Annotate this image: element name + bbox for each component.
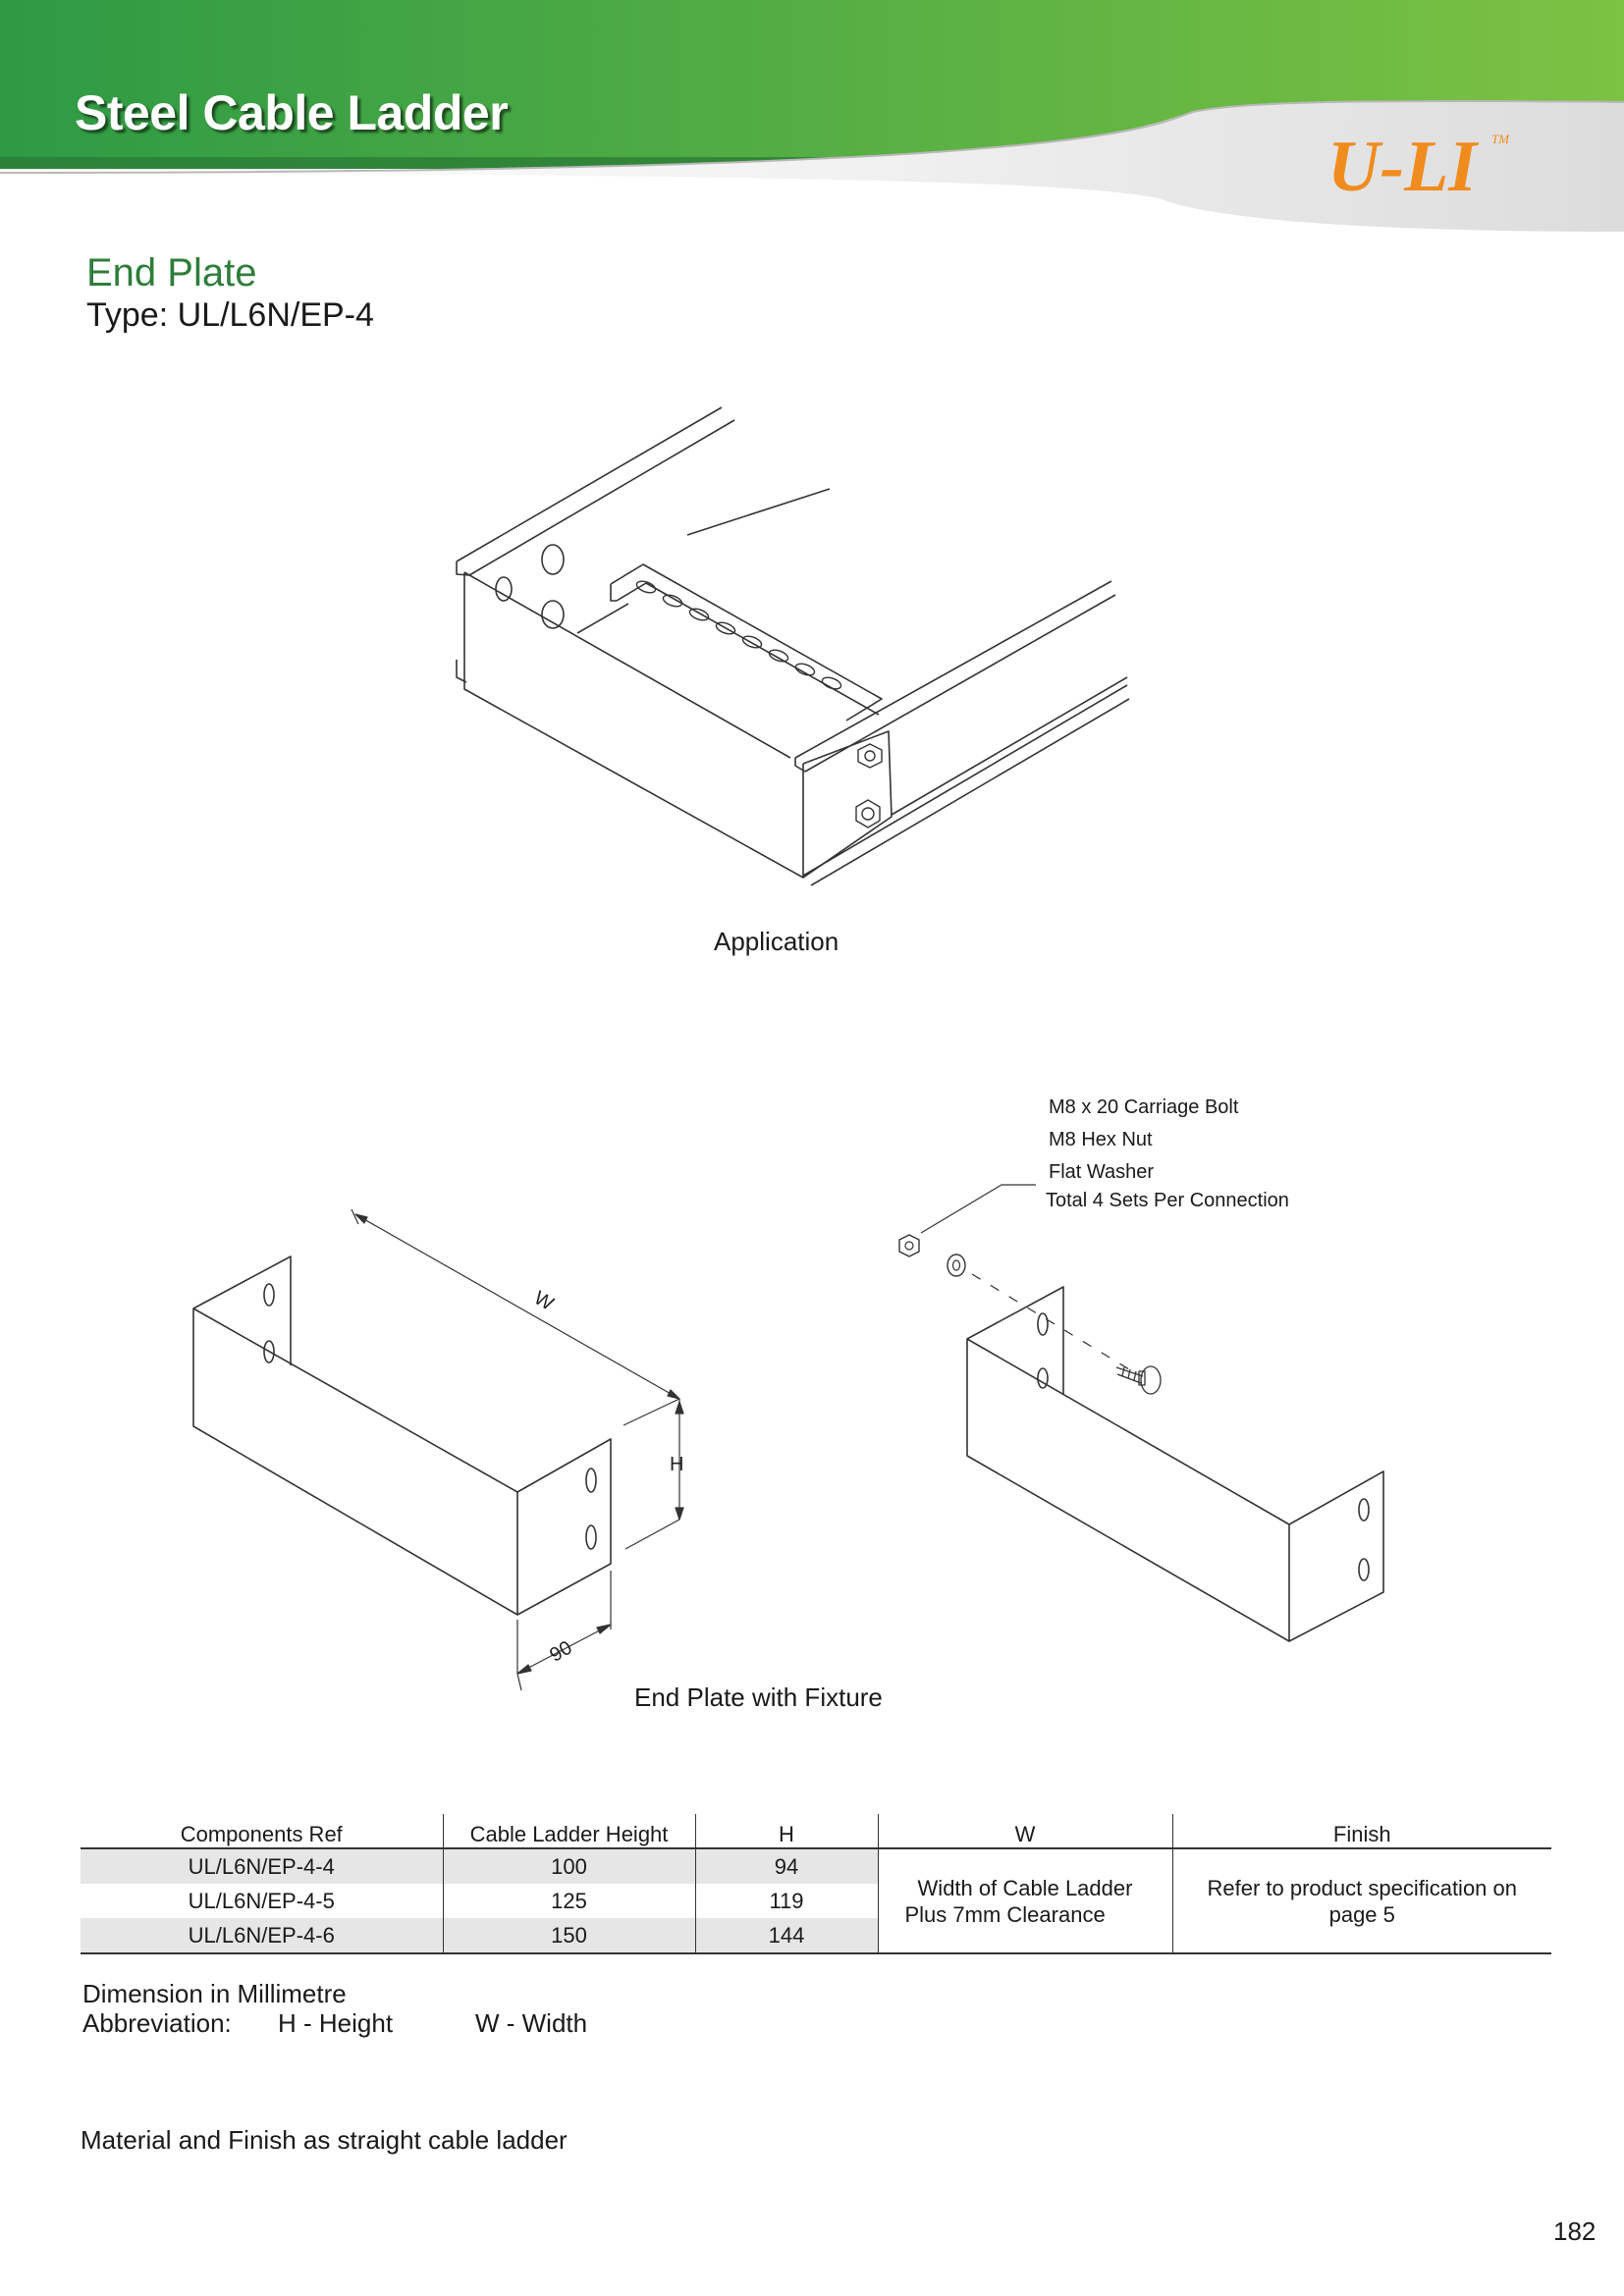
header-cable-ladder-height: Cable Ladder Height [442,1814,695,1849]
cell-ref: UL/L6N/EP-4-5 [188,1888,335,1913]
cell-finish-value: Refer to product specification on page 5 [1171,1848,1551,1954]
trademark-mark: TM [1491,132,1510,146]
material-note: Material and Finish as straight cable la… [81,2125,568,2155]
abbreviation-width: W - Width [475,2008,588,2038]
cell-w-value: Width of Cable Ladder Plus 7mm Clearance [877,1848,1172,1954]
cell-height: 150 [442,1918,695,1954]
cell-height: 125 [442,1884,695,1918]
company-logo: U-LI [1327,127,1478,207]
fixture-caption: End Plate with Fixture [634,1682,883,1712]
product-name: End Plate [86,251,257,294]
finish-value-line2: page 5 [1328,1901,1395,1927]
dim-w-label: W [530,1287,557,1315]
dimension-note: Dimension in Millimetre [82,1979,347,2008]
cell-ref: UL/L6N/EP-4-6 [81,1918,443,1954]
table-row: UL/L6N/EP-4-4 100 94 Width of Cable Ladd… [81,1848,1551,1954]
abbreviation-label: Abbreviation: [82,2008,232,2038]
header-banner [0,0,1624,236]
abbreviation-height: H - Height [278,2008,394,2038]
header-h: H [694,1814,878,1849]
w-value-line2: Plus 7mm Clearance [904,1901,1106,1927]
fixture-note-sets: Total 4 Sets Per Connection [1046,1190,1289,1211]
cell-ref: UL/L6N/EP-4-4 [81,1848,443,1884]
header-title: Steel Cable Ladder [75,85,509,140]
application-caption: Application [714,927,839,956]
header-finish: Finish [1171,1814,1551,1849]
application-drawing [456,406,1130,886]
header-w: W [877,1814,1172,1849]
cell-h: 94 [694,1848,878,1884]
cell-height: 100 [442,1848,695,1884]
end-plate-fixture-drawing [898,1184,1384,1642]
table-row: UL/L6N/EP-4-5 125 119 [81,1884,1551,1918]
cell-h: 144 [694,1918,878,1954]
header-components-ref: Components Ref [81,1814,443,1849]
dim-h-label: H [670,1454,683,1475]
product-type: Type: UL/L6N/EP-4 [86,296,374,334]
specification-table: Components Ref Cable Ladder Height H W F… [81,1814,1551,1954]
w-value-line1: Width of Cable Ladder [917,1875,1133,1900]
cell-h: 119 [694,1884,878,1918]
page-number: 182 [1553,2216,1597,2246]
table-row: UL/L6N/EP-4-6 150 144 [81,1918,1551,1954]
dim-90-label: 90 [546,1637,575,1667]
fixture-note-nut: M8 Hex Nut [1049,1129,1153,1150]
table-header-row: Components Ref Cable Ladder Height H W F… [81,1814,1551,1849]
finish-value-line1: Refer to product specification on [1207,1875,1517,1900]
fixture-note-bolt: M8 x 20 Carriage Bolt [1049,1096,1239,1118]
fixture-note-washer: Flat Washer [1049,1161,1155,1183]
end-plate-dimension-drawing: W H 90 [192,1208,684,1691]
